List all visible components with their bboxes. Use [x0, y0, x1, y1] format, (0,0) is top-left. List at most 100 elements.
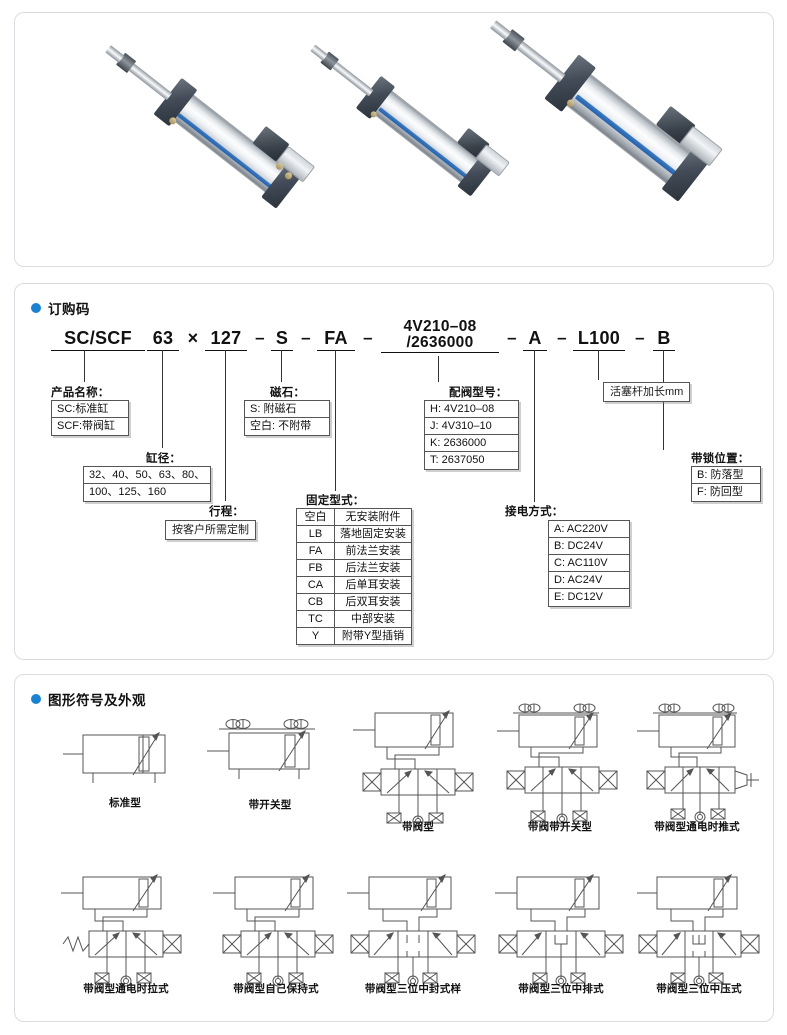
table-row: Y 附带Y型插销: [296, 627, 412, 645]
lock-position-row: F: 防回型: [697, 486, 743, 498]
code-dash-6: –: [635, 328, 645, 347]
code-token-times: ×: [187, 328, 199, 348]
valve-model-box: H: 4V210–08 J: 4V310–10 K: 2636000 T: 26…: [424, 400, 519, 470]
bullet-icon: [31, 694, 41, 704]
leader-magnet: [281, 350, 283, 382]
stroke-label: 行程：: [209, 506, 245, 518]
mounting-code: LB: [296, 525, 335, 543]
code-token-product: SC/SCF: [51, 328, 145, 351]
symbol-standard: 标准型: [55, 717, 195, 835]
code-token-valve-model: 4V210–08 /2636000: [381, 318, 499, 354]
bullet-icon: [31, 303, 41, 313]
power-row: D: AC24V: [549, 572, 629, 589]
leader-rod-extension: [598, 350, 600, 380]
symbol-caption: 标准型: [108, 797, 142, 809]
valve-model-row: H: 4V210–08: [425, 401, 518, 418]
table-row: CB 后双耳安装: [296, 593, 412, 611]
lock-position-label: 带锁位置：: [691, 453, 750, 465]
product-photos-panel: [14, 12, 774, 267]
symbol-valve-pull-diagram: [61, 873, 182, 987]
mounting-desc: 前法兰安装: [334, 542, 412, 560]
product-name-row: SCF:带阀缸: [57, 420, 116, 432]
valve-model-row: K: 2636000: [425, 435, 518, 452]
code-dash-5: –: [557, 328, 567, 347]
leader-mounting: [335, 350, 337, 491]
mounting-code: Y: [296, 627, 335, 645]
code-token-mounting: FA: [317, 328, 355, 351]
symbol-standard-diagram: [63, 731, 166, 783]
symbol-valve-detent-diagram: [213, 873, 334, 987]
mounting-code: CA: [296, 576, 335, 594]
power-label: 接电方式：: [505, 506, 564, 518]
valve-model-label: 配阀型号：: [449, 387, 508, 399]
code-token-power: A: [523, 328, 547, 351]
leader-valve-model: [438, 356, 440, 382]
table-row: CA 后单耳安装: [296, 576, 412, 594]
power-row: E: DC12V: [554, 591, 603, 603]
leader-power: [534, 350, 536, 502]
code-dash-2: –: [301, 328, 311, 347]
code-token-lock: B: [653, 328, 675, 351]
bore-row: 100、125、160: [89, 486, 167, 498]
product-name-box: SC:标准缸 SCF:带阀缸: [51, 400, 129, 436]
bore-row: 32、40、50、63、80、: [84, 467, 210, 484]
power-row: A: AC220V: [549, 521, 629, 538]
code-token-rod-extension: L100: [573, 328, 625, 351]
code-dash-1: –: [255, 328, 265, 347]
mounting-desc: 后法兰安装: [334, 559, 412, 577]
symbol-caption: 带阀型: [401, 821, 435, 833]
symbol-caption: 带阀型通电时推式: [654, 821, 740, 833]
leader-bore: [162, 350, 164, 448]
lock-position-row: B: 防落型: [692, 467, 760, 484]
code-token-valve-model-line2: /2636000: [406, 334, 474, 352]
piston-rod: [332, 61, 374, 97]
rod-extension-box: 活塞杆加长mm: [603, 382, 691, 402]
mounting-code: TC: [296, 610, 335, 628]
bore-label: 缸径：: [146, 453, 182, 465]
mounting-desc: 后双耳安装: [334, 593, 412, 611]
mounting-code: FA: [296, 542, 335, 560]
valve-model-row: J: 4V310–10: [425, 418, 518, 435]
mounting-desc: 无安装附件: [334, 508, 412, 526]
mounting-code: 空白: [296, 508, 335, 526]
symbol-valve-pull: 带阀型通电时拉式: [51, 873, 201, 1003]
table-row: TC 中部安装: [296, 610, 412, 628]
mounting-label: 固定型式：: [306, 495, 365, 507]
symbol-caption: 带阀型自己保持式: [233, 983, 319, 995]
product-name-label: 产品名称：: [51, 387, 110, 399]
symbol-with-switch: 带开关型: [195, 707, 345, 835]
mounting-desc: 附带Y型插销: [334, 627, 412, 645]
power-row: C: AC110V: [549, 555, 629, 572]
mounting-table-body: 空白 无安装附件 LB 落地固定安装 FA 前法兰安装 FB 后法兰安装 CA: [296, 508, 412, 645]
mounting-desc: 落地固定安装: [334, 525, 412, 543]
symbol-with-valve-diagram: [353, 709, 474, 827]
symbol-valve-3pos-closed: 带阀型三位中封式样: [337, 873, 489, 1003]
piston-rod: [128, 63, 173, 101]
bore-box: 32、40、50、63、80、 100、125、160: [83, 466, 211, 502]
table-row: FA 前法兰安装: [296, 542, 412, 560]
table-row: 空白 无安装附件: [296, 508, 412, 526]
product-name-row: SC:标准缸: [52, 401, 128, 418]
ordering-code-heading: 订购码: [31, 298, 90, 318]
symbol-caption: 带阀带开关型: [527, 821, 593, 833]
piston-rod: [516, 41, 566, 83]
symbol-caption: 带阀型通电时拉式: [83, 983, 169, 995]
mounting-desc: 后单耳安装: [334, 576, 412, 594]
section-title: 图形符号及外观: [48, 693, 146, 708]
symbol-caption: 带开关型: [248, 799, 292, 811]
power-row: B: DC24V: [549, 538, 629, 555]
symbol-valve-3pos-pressure: 带阀型三位中压式: [629, 873, 769, 1003]
symbol-valve-push-diagram: [637, 703, 759, 823]
symbol-valve-3pos-exhaust-diagram: [495, 873, 624, 987]
ordering-code-panel: 订购码 SC/SCF 63 × 127 – S – FA – 4V210–08 …: [14, 283, 774, 660]
product-photo-3: [490, 20, 748, 236]
mounting-desc: 中部安装: [334, 610, 412, 628]
symbol-valve-with-switch-diagram: [497, 703, 618, 825]
magnet-row: 空白: 不附带: [250, 420, 312, 432]
symbol-caption: 带阀型三位中封式样: [364, 983, 462, 995]
symbol-valve-detent: 带阀型自己保持式: [201, 873, 351, 1003]
table-row: LB 落地固定安装: [296, 525, 412, 543]
code-dash-3: –: [363, 328, 373, 347]
symbol-caption: 带阀型三位中排式: [518, 983, 604, 995]
